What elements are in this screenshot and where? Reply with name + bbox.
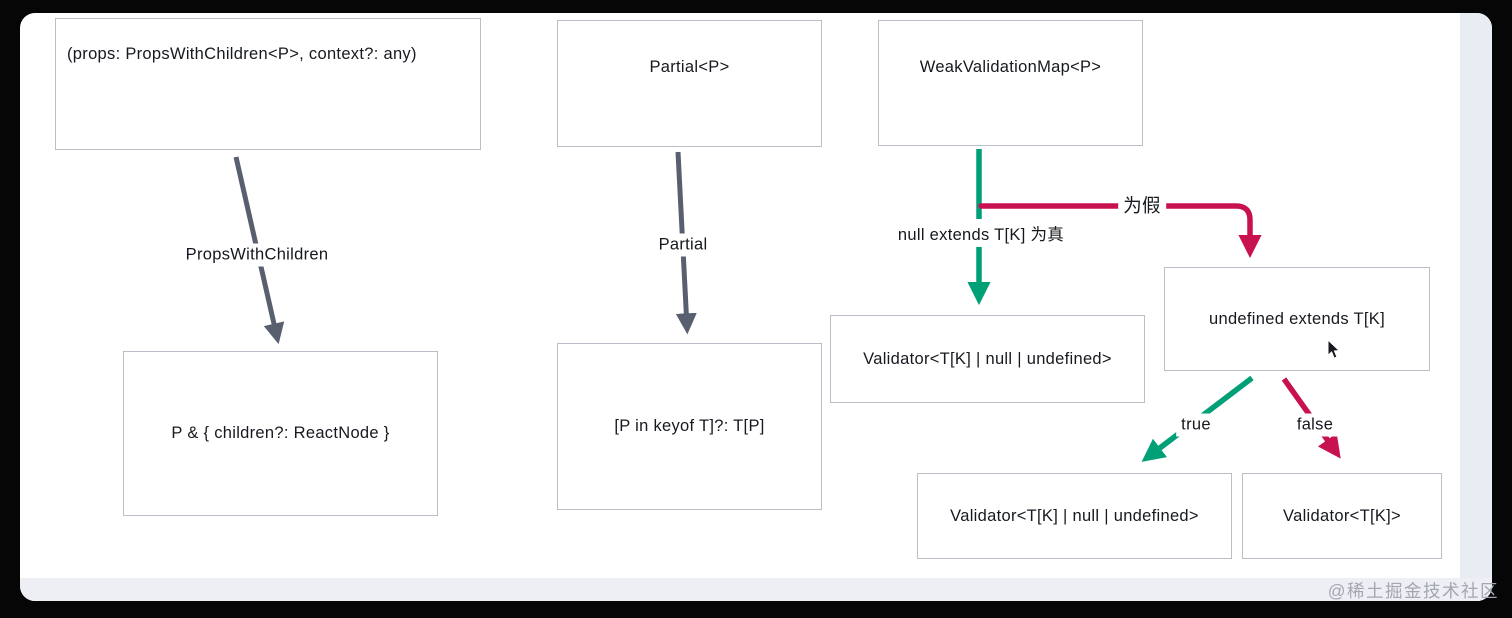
node-validator-null-undefined-upper: Validator<T[K] | null | undefined> — [830, 315, 1145, 403]
node-label: Validator<T[K] | null | undefined> — [863, 349, 1112, 368]
node-label: (props: PropsWithChildren<P>, context?: … — [67, 45, 417, 63]
arrow-null-extends-false — [978, 203, 1262, 259]
node-p-and-children: P & { children?: ReactNode } — [123, 351, 438, 516]
bottom-gutter — [20, 578, 1492, 601]
node-props-with-children-signature: (props: PropsWithChildren<P>, context?: … — [55, 18, 481, 150]
mouse-cursor-icon — [1327, 339, 1341, 359]
watermark-text: @稀土掘金技术社区 — [1327, 581, 1499, 601]
edge-label-null-extends-false: 为假 — [1118, 190, 1166, 220]
node-validator-tk: Validator<T[K]> — [1242, 473, 1442, 559]
node-label: Partial<P> — [649, 58, 730, 76]
node-label: [P in keyof T]?: T[P] — [614, 417, 765, 435]
node-undefined-extends: undefined extends T[K] — [1164, 267, 1430, 371]
node-partial-p: Partial<P> — [557, 20, 822, 147]
node-label: WeakValidationMap<P> — [919, 58, 1102, 76]
right-gutter — [1460, 13, 1492, 601]
edge-label-true: true — [1176, 413, 1216, 437]
node-label: Validator<T[K]> — [1283, 506, 1401, 525]
node-label: Validator<T[K] | null | undefined> — [950, 506, 1199, 525]
edge-label-null-extends-true: null extends T[K] 为真 — [892, 219, 1070, 247]
node-weak-validation-map: WeakValidationMap<P> — [878, 20, 1143, 146]
edge-label-partial: Partial — [653, 233, 713, 257]
node-label: P & { children?: ReactNode } — [171, 424, 390, 442]
node-mapped-type: [P in keyof T]?: T[P] — [557, 343, 822, 510]
node-validator-null-undefined-lower: Validator<T[K] | null | undefined> — [917, 473, 1232, 559]
edge-label-propswithchildren: PropsWithChildren — [180, 243, 334, 267]
edge-label-false: false — [1291, 413, 1339, 437]
node-label: undefined extends T[K] — [1209, 309, 1385, 328]
